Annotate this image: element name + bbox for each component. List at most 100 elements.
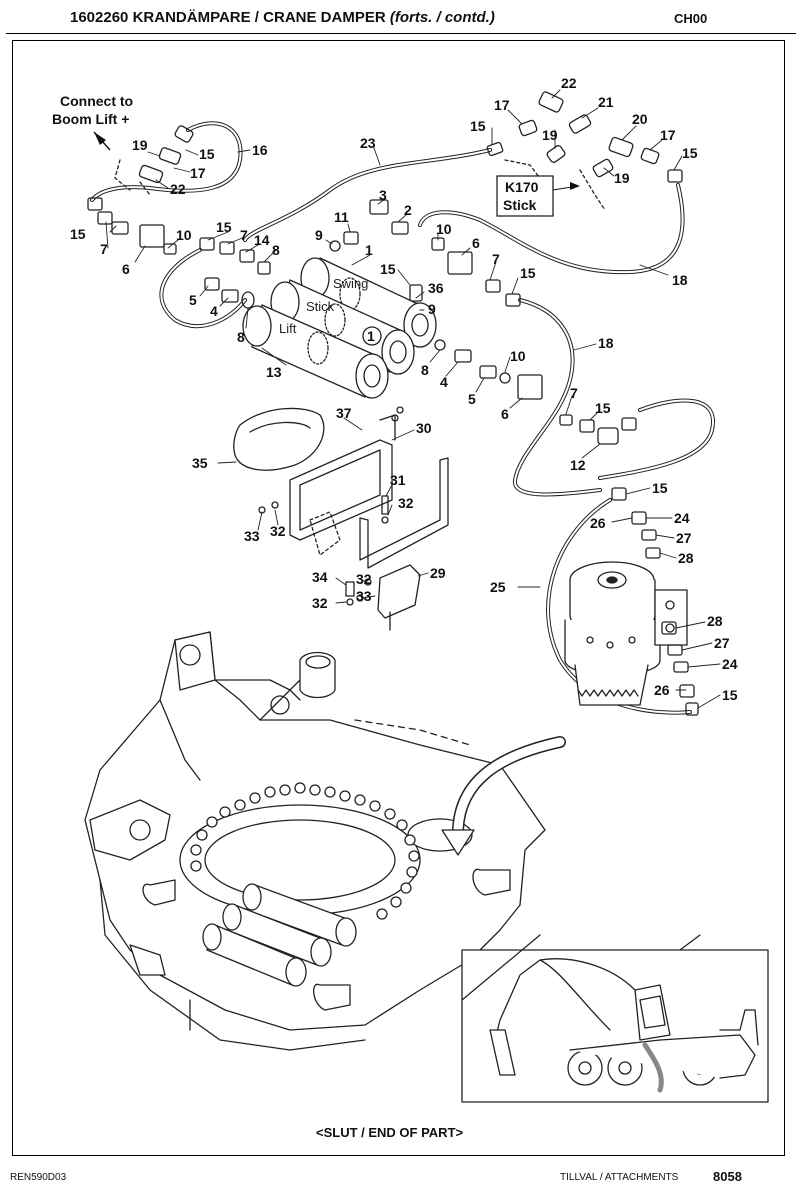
leader-lines [105,89,721,709]
callout-18: 18 [598,335,614,351]
callout-8: 8 [272,242,280,258]
callout-24: 24 [722,656,738,672]
callout-29: 29 [430,565,446,581]
callout-27: 27 [714,635,730,651]
hose-18-lower [512,298,602,497]
callout-26: 26 [590,515,606,531]
cylinder-label-stick: Stick [306,299,335,314]
bracket-30 [309,457,449,569]
callout-15: 15 [470,118,486,134]
guide-arrow [441,736,566,856]
strap-35 [233,407,325,471]
callout-4: 4 [210,303,218,319]
page-number: 8058 [713,1169,742,1184]
k170-stick-box [496,175,554,217]
callout-14: 14 [254,232,270,248]
connect-arrow-head [94,132,106,145]
connect-note-line2: Boom Lift + [52,111,129,127]
hose-loop-right [598,398,716,480]
callout-37: 37 [336,405,352,421]
callout-32: 32 [398,495,414,511]
callout-25: 25 [490,579,506,595]
callout-15: 15 [722,687,738,703]
callout-15: 15 [70,226,86,242]
k170-label: K170 [505,179,539,195]
hose-left-loop [159,248,247,329]
fittings-left-cluster [139,224,271,309]
fittings-top-right [486,91,683,211]
hose-16 [90,121,243,202]
part-number: 1602260 [70,9,129,26]
callout-31: 31 [390,472,406,488]
callout-15: 15 [520,265,536,281]
swing-motor [564,561,688,706]
callout-33: 33 [356,588,372,604]
callout-10: 10 [510,348,526,364]
callout-17: 17 [660,127,676,143]
inset-forwarder-machine [489,958,759,1093]
callout-2: 2 [404,202,412,218]
callout-32: 32 [312,595,328,611]
callout-17: 17 [494,97,510,113]
callout-10: 10 [436,221,452,237]
callout-6: 6 [122,261,130,277]
callout-15: 15 [682,145,698,161]
chapter-code: CH00 [674,11,708,26]
callout-15: 15 [652,480,668,496]
callout-32: 32 [356,571,372,587]
end-of-part: <SLUT / END OF PART> [316,1125,464,1140]
title-continued: (forts. / contd.) [389,9,495,26]
callout-30: 30 [416,420,432,436]
callout-11: 11 [334,209,349,225]
callout-7: 7 [570,385,578,401]
callout-20: 20 [632,111,648,127]
header-rule [6,33,796,34]
callout-22: 22 [561,75,577,91]
callout-27: 27 [676,530,692,546]
fittings-top-left [87,125,194,235]
callout-12: 12 [570,457,586,473]
callout-7: 7 [240,227,248,243]
callout-8: 8 [421,362,429,378]
diagram-frame [12,40,785,1156]
callout-23: 23 [360,135,376,151]
callout-17: 17 [190,165,206,181]
callout-7: 7 [492,251,500,267]
k170-arrow-head [570,182,580,190]
callout-36: 36 [428,280,444,296]
stick-label: Stick [503,197,537,213]
hose-18-upper [418,183,685,275]
callout-21: 21 [598,94,614,110]
callout-32: 32 [270,523,286,539]
cylinder-label-lift: Lift [279,321,297,336]
callout-15: 15 [216,219,232,235]
callout-9: 9 [428,301,436,317]
cylinder-label-swing: Swing [333,276,368,291]
callout-6: 6 [501,406,509,422]
inset-callout-lines [461,934,701,1001]
callout-28: 28 [707,613,723,629]
section-name: TILLVAL / ATTACHMENTS [560,1172,679,1183]
page-title: 1602260 KRANDÄMPARE / CRANE DAMPER (fort… [70,9,495,26]
callout-28: 28 [678,550,694,566]
bolt-ring [190,782,420,920]
callout-7: 7 [100,241,108,257]
callout-15: 15 [380,261,396,277]
callout-22: 22 [170,181,186,197]
callout-19: 19 [132,137,148,153]
callout-15: 15 [595,400,611,416]
connect-note-line1: Connect to [60,93,133,109]
callout-5: 5 [189,292,197,308]
callout-10: 10 [176,227,192,243]
part-1-circle-label: 1 [367,328,375,344]
fittings-mid-right [434,339,637,445]
callout-16: 16 [252,142,268,158]
damper-cylinder-lift [242,304,389,399]
callout-13: 13 [266,364,282,380]
callout-19: 19 [542,127,558,143]
clamp-29 [377,564,421,631]
callout-8: 8 [237,329,245,345]
callout-18: 18 [672,272,688,288]
callout-9: 9 [315,227,323,243]
